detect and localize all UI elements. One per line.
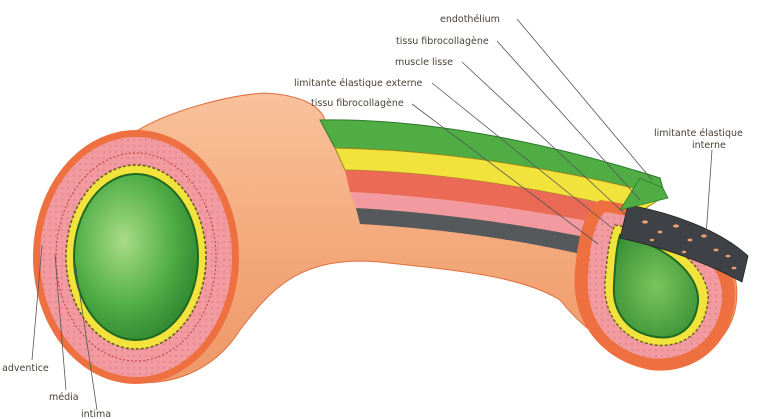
label-tissu-fibrocollagene-bottom: tissu fibrocollagène	[311, 98, 404, 109]
label-intima: intima	[81, 409, 111, 419]
label-limitante-elastique: limitante élastique	[654, 128, 743, 139]
label-tissu-fibrocollagene-top: tissu fibrocollagène	[396, 36, 489, 47]
left-lumen	[74, 174, 198, 340]
label-media: média	[49, 392, 79, 403]
label-limitante-elastique-externe: limitante élastique externe	[294, 78, 422, 89]
label-endothelium: endothélium	[440, 14, 500, 25]
label-interne: interne	[692, 140, 726, 151]
leader-limitante-interne	[706, 150, 712, 236]
label-muscle-lisse: muscle lisse	[395, 57, 453, 68]
label-adventice: adventice	[2, 363, 49, 374]
